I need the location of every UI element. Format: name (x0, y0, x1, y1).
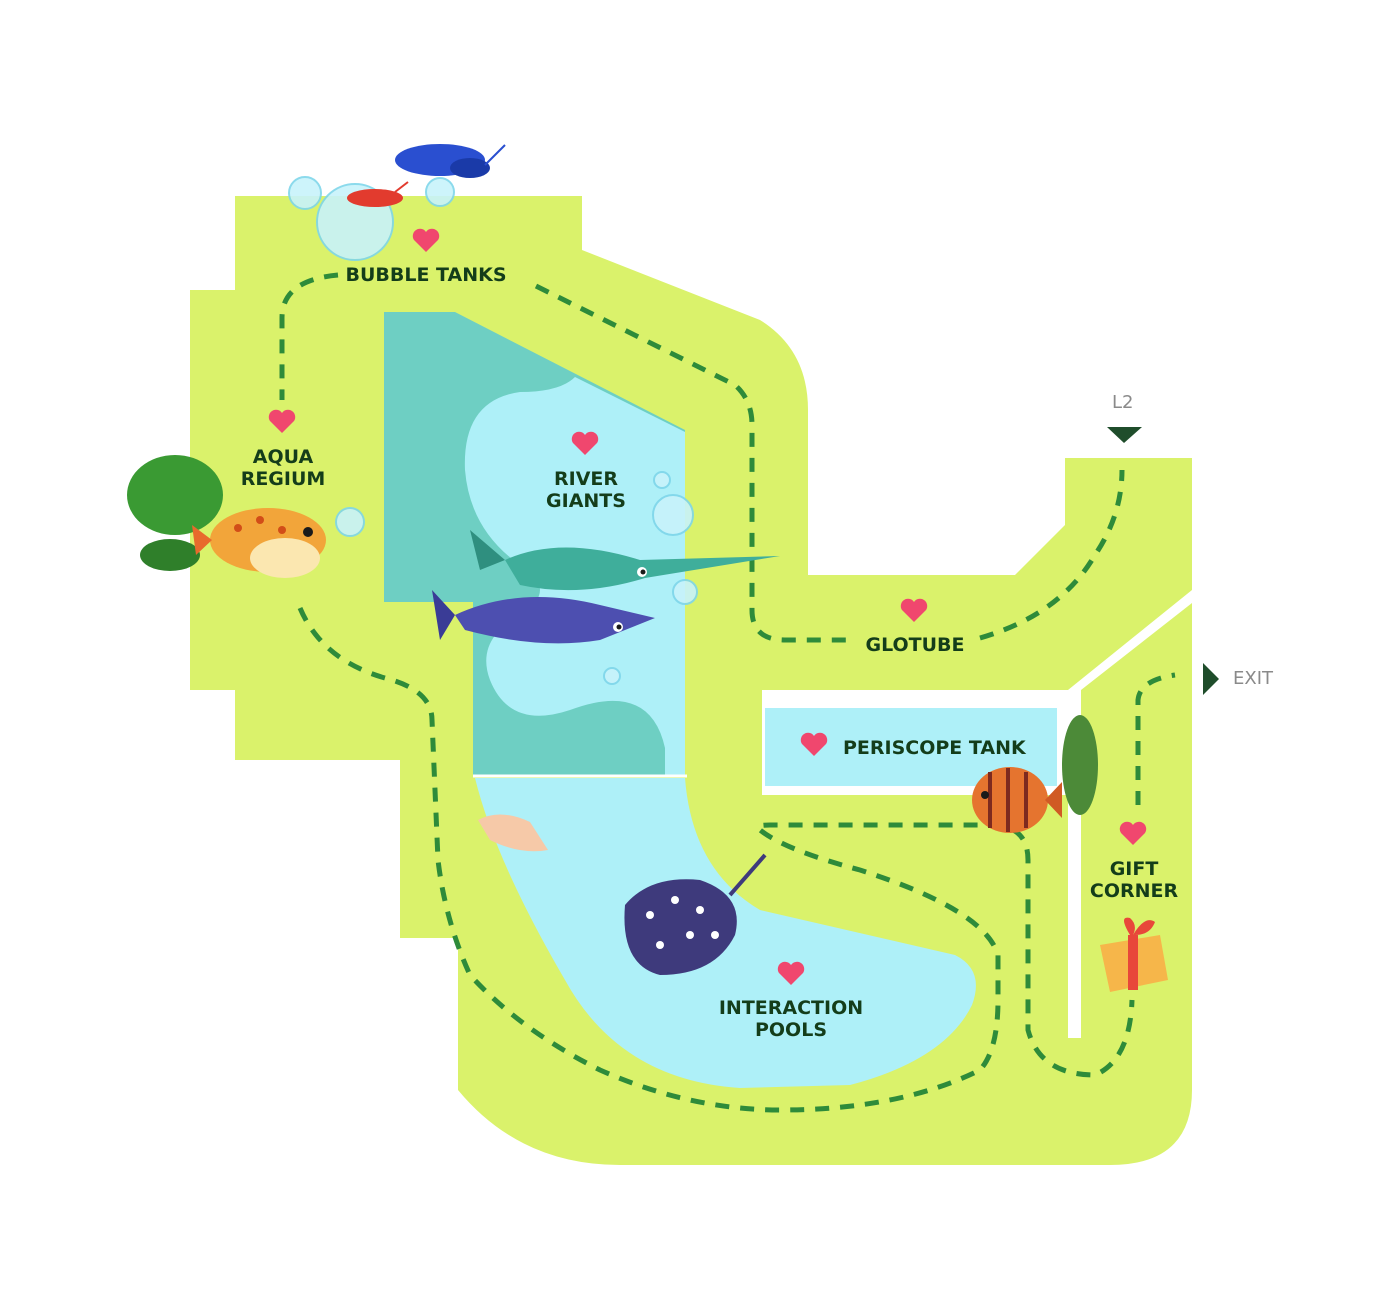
gift-box-illustration (1100, 917, 1168, 992)
heart-icon (412, 228, 440, 252)
label-gift-corner[interactable]: GIFT CORNER (1090, 858, 1178, 902)
floor-gap-divider (1068, 590, 1192, 1038)
heart-icon (900, 598, 928, 622)
level-up-label[interactable]: L2 (1112, 392, 1134, 413)
right-triangle-icon[interactable] (1203, 663, 1219, 695)
exit-label[interactable]: EXIT (1233, 668, 1274, 689)
label-periscope-tank[interactable]: PERISCOPE TANK (843, 737, 1026, 759)
label-line: REGIUM (240, 468, 326, 490)
swordfish-illustration (432, 530, 780, 644)
heart-icon (1119, 821, 1147, 845)
label-river-giants[interactable]: RIVER GIANTS (546, 468, 626, 512)
label-line: AQUA (252, 446, 314, 468)
discus-fish-illustration (972, 715, 1098, 833)
shrimp-blue-illustration (395, 144, 506, 178)
label-line: GLOTUBE (865, 634, 965, 656)
label-line: RIVER (553, 468, 619, 490)
heart-icon (571, 431, 599, 455)
favorite-markers (268, 228, 1147, 985)
label-glotube[interactable]: GLOTUBE (865, 634, 964, 656)
stingray-illustration (478, 814, 767, 975)
label-bubble-tanks[interactable]: BUBBLE TANKS (345, 264, 506, 286)
label-line: BUBBLE TANKS (345, 264, 507, 286)
label-interaction-pools[interactable]: INTERACTION POOLS (719, 997, 863, 1041)
pufferfish-illustration (127, 455, 326, 578)
shrimp-red-illustration (347, 181, 409, 207)
label-aqua-regium[interactable]: AQUA REGIUM (241, 446, 326, 490)
label-line: POOLS (754, 1019, 828, 1041)
heart-icon (777, 961, 805, 985)
down-triangle-icon[interactable] (1107, 427, 1142, 443)
label-line: INTERACTION (718, 997, 864, 1019)
label-line: PERISCOPE TANK (843, 737, 1026, 759)
heart-icon (268, 409, 296, 433)
label-line: GIFT (1109, 858, 1159, 880)
label-line: CORNER (1089, 880, 1179, 902)
visitor-route (279, 272, 1176, 1113)
heart-icon (800, 732, 828, 756)
label-line: GIANTS (546, 490, 626, 512)
